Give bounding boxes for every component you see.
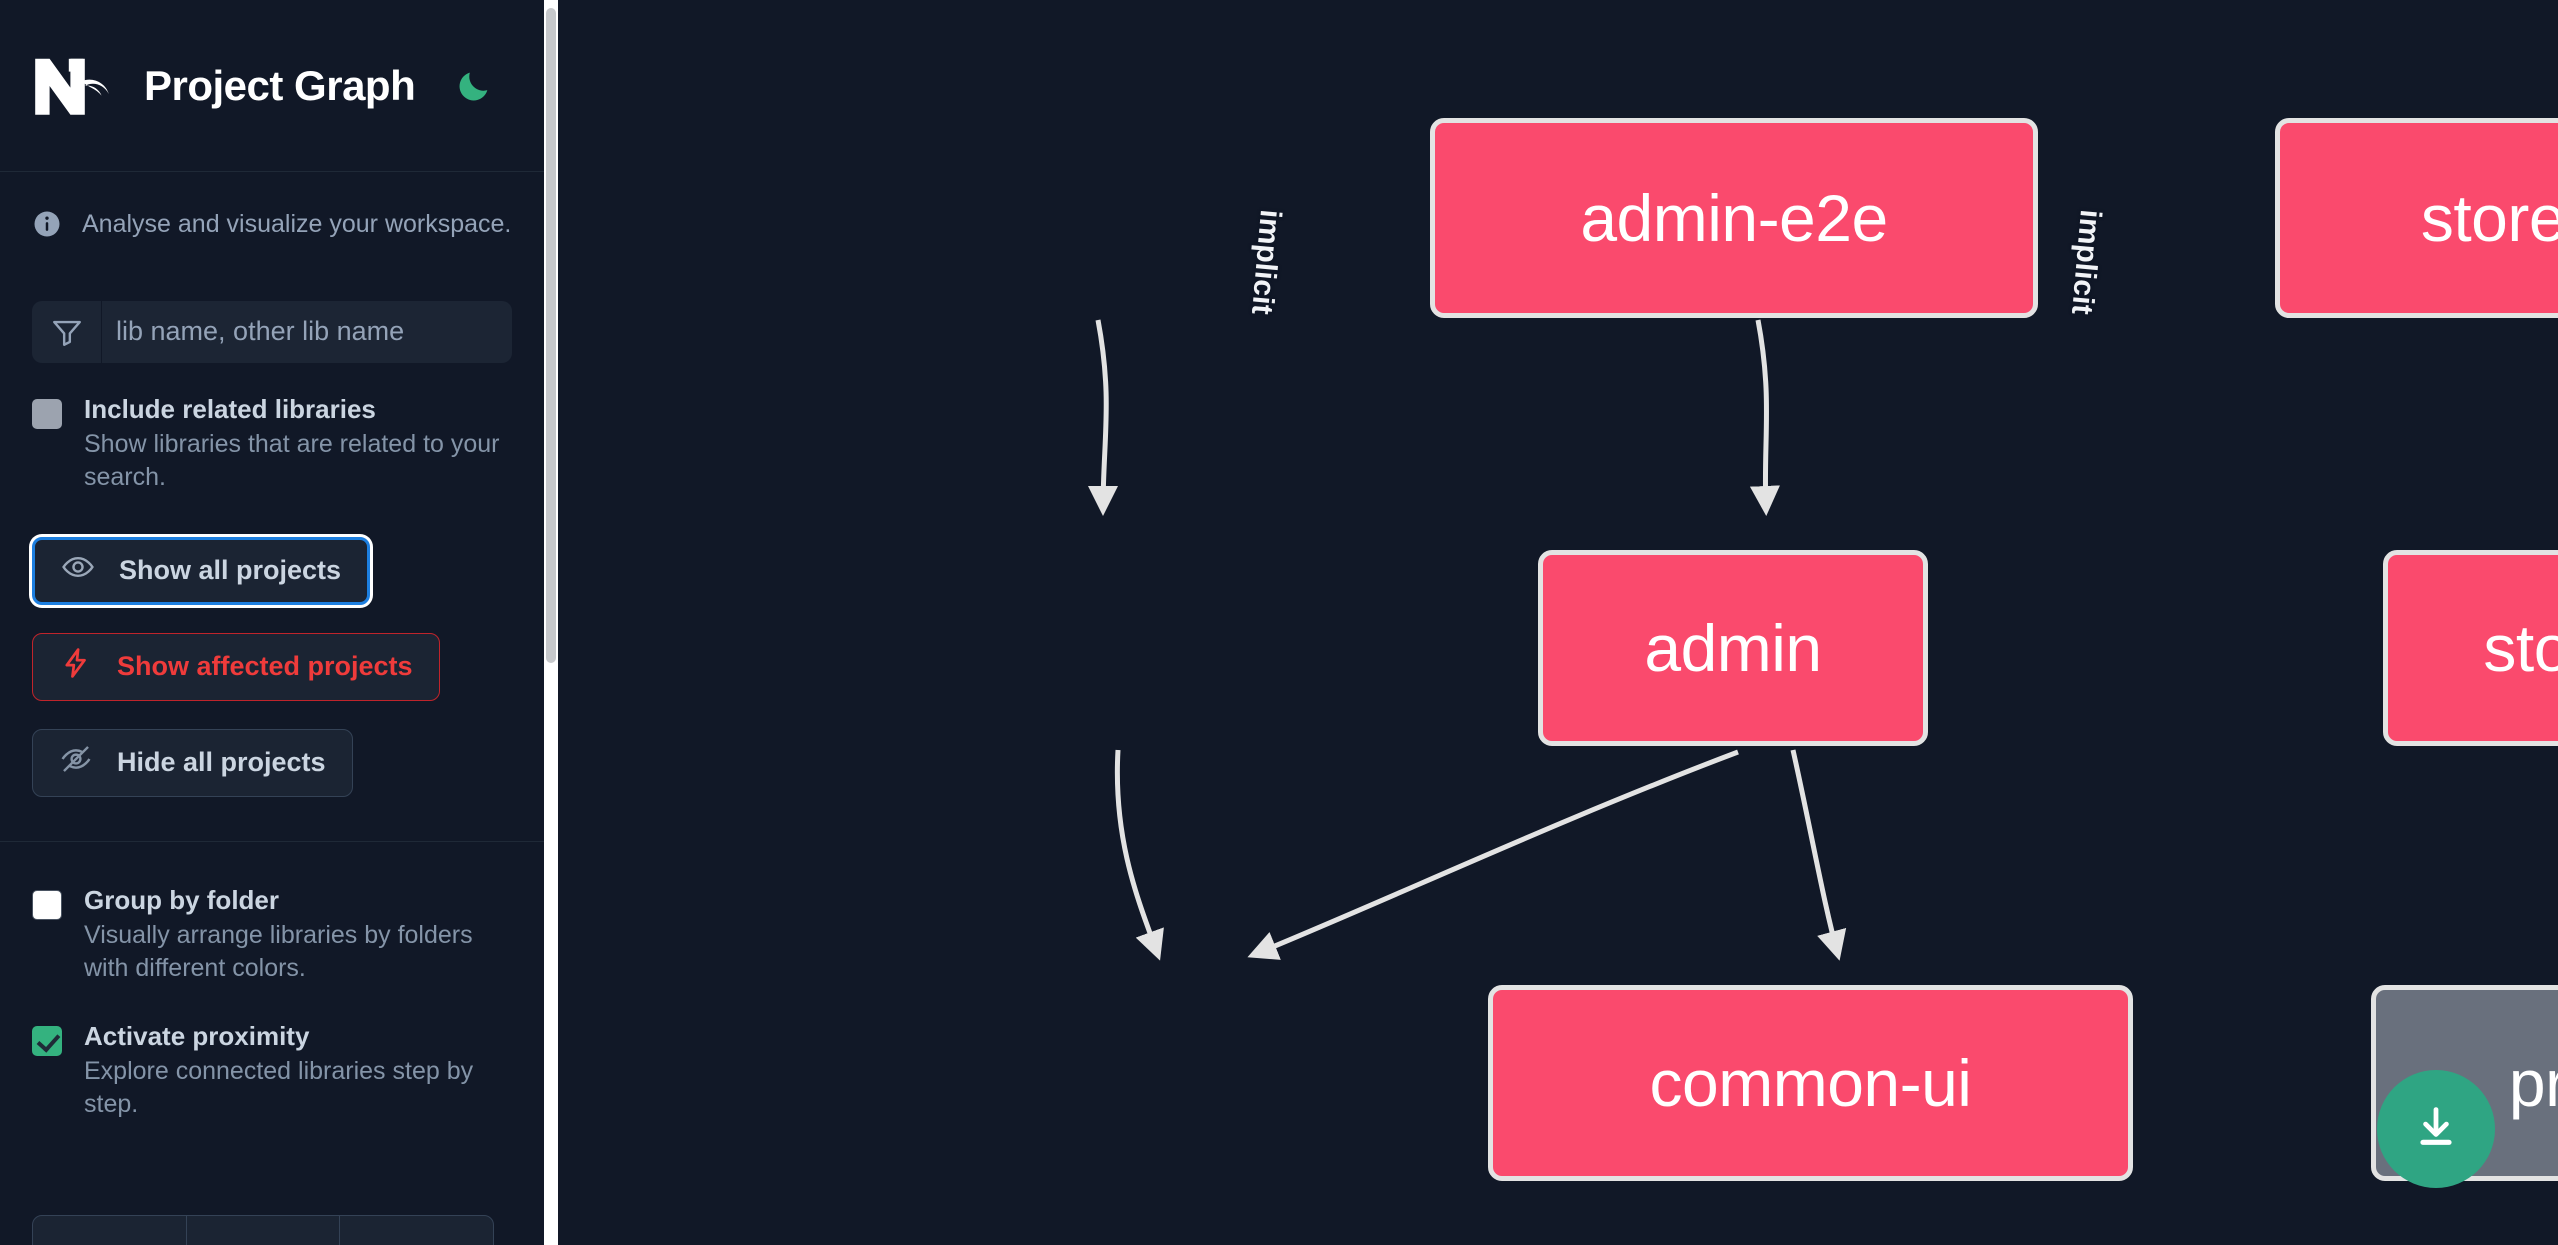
proximity-step-1[interactable] xyxy=(33,1216,187,1245)
graph-node-common-ui[interactable]: common-ui xyxy=(1488,985,2133,1181)
info-icon xyxy=(32,209,62,239)
page-title: Project Graph xyxy=(144,61,416,109)
sidebar-header: Project Graph xyxy=(0,0,544,172)
checkbox-row-group-by-folder[interactable]: Group by folder Visually arrange librari… xyxy=(0,884,544,986)
graph-edges xyxy=(1088,319,1847,961)
workspace-note: Analyse and visualize your workspace. xyxy=(0,172,544,251)
checkbox-desc-include-related-libraries: Show libraries that are related to your … xyxy=(84,430,500,492)
graph-node-label-products: products xyxy=(2508,1046,2558,1120)
eye-icon xyxy=(61,550,95,591)
sidebar-scrollbar-track[interactable] xyxy=(544,0,558,1245)
sidebar-divider xyxy=(0,840,544,842)
edge-store-to-products xyxy=(1790,749,1847,961)
sidebar-scrollbar-thumb[interactable] xyxy=(546,8,556,663)
checkbox-desc-group-by-folder: Visually arrange libraries by folders wi… xyxy=(84,921,473,983)
graph-node-label-store: store xyxy=(2483,611,2558,685)
graph-node-label-admin: admin xyxy=(1644,611,1822,685)
download-icon xyxy=(2410,1102,2462,1157)
proximity-stepper-group[interactable] xyxy=(32,1215,494,1245)
moon-icon[interactable] xyxy=(451,63,497,109)
show-affected-projects-button[interactable]: Show affected projects xyxy=(32,632,440,701)
checkbox-activate-proximity[interactable] xyxy=(32,1025,62,1056)
proximity-step-3[interactable] xyxy=(340,1216,493,1245)
checkbox-row-activate-proximity[interactable]: Activate proximity Explore connected lib… xyxy=(0,1020,544,1122)
checkbox-group-by-folder[interactable] xyxy=(32,889,62,920)
filter-icon xyxy=(32,300,102,363)
hide-all-projects-button[interactable]: Hide all projects xyxy=(32,728,353,797)
checkbox-label-activate-proximity: Activate proximity xyxy=(84,1020,310,1051)
graph-node-label-store-e2e: store-e2e xyxy=(2420,181,2558,255)
checkbox-label-include-related-libraries: Include related libraries xyxy=(84,393,376,424)
checkbox-row-include-related-libraries[interactable]: Include related libraries Show libraries… xyxy=(0,393,544,495)
edge-admin-to-common-ui xyxy=(1114,749,1164,961)
project-graph-canvas[interactable]: implicit implicit admin-e2e store-e2e ad… xyxy=(558,0,2558,1245)
graph-node-admin-e2e[interactable]: admin-e2e xyxy=(1430,118,2038,318)
sidebar: Project Graph Analyse and visualize your… xyxy=(0,0,558,1245)
search-field[interactable] xyxy=(32,300,512,363)
eye-off-icon xyxy=(59,742,93,783)
show-affected-projects-label: Show affected projects xyxy=(117,651,413,681)
proximity-step-2[interactable] xyxy=(187,1216,341,1245)
graph-node-label-common-ui: common-ui xyxy=(1649,1046,1972,1120)
checkbox-include-related-libraries[interactable] xyxy=(32,398,62,429)
graph-node-admin[interactable]: admin xyxy=(1538,550,1928,746)
download-button[interactable] xyxy=(2377,1070,2495,1188)
lightning-icon xyxy=(59,646,93,687)
show-all-projects-label: Show all projects xyxy=(119,555,342,585)
search-input[interactable] xyxy=(102,300,512,363)
workspace-note-text: Analyse and visualize your workspace. xyxy=(82,210,512,238)
checkbox-desc-activate-proximity: Explore connected libraries step by step… xyxy=(84,1057,474,1119)
graph-node-label-admin-e2e: admin-e2e xyxy=(1580,181,1888,255)
nx-logo-icon xyxy=(32,54,120,118)
graph-node-store[interactable]: store xyxy=(2383,550,2558,746)
edge-store-to-common-ui xyxy=(1247,749,1739,960)
checkbox-label-group-by-folder: Group by folder xyxy=(84,884,279,915)
edge-admin-e2e-to-admin xyxy=(1088,319,1119,516)
hide-all-projects-label: Hide all projects xyxy=(117,747,326,777)
graph-node-store-e2e[interactable]: store-e2e xyxy=(2275,118,2558,318)
edge-store-e2e-to-store xyxy=(1749,319,1780,516)
show-all-projects-button[interactable]: Show all projects xyxy=(32,536,371,605)
